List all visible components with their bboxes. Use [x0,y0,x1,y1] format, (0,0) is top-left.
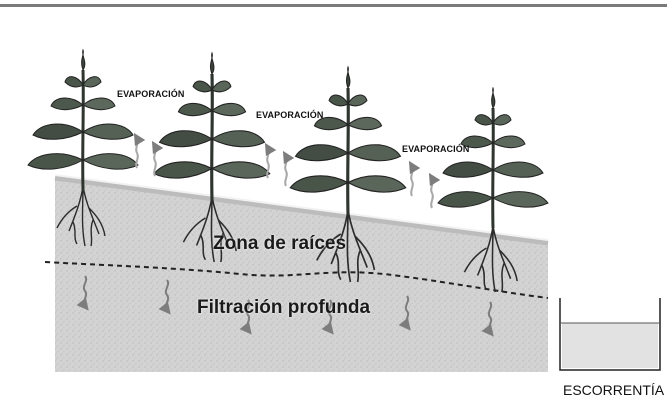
deep-filtration-label: Filtración profunda [197,297,370,319]
runoff-container [560,298,660,370]
evaporation-label-3: EVAPORACIÓN [402,144,469,154]
evaporation-label-2: EVAPORACIÓN [256,110,323,120]
plant-2 [154,53,270,200]
plant-3 [290,67,406,214]
top-border-line [0,4,667,7]
evaporation-label-1: EVAPORACIÓN [117,89,184,99]
plant-1 [28,50,138,190]
root-zone-label: Zona de raíces [213,233,346,255]
runoff-label: ESCORRENTÍA [563,382,664,398]
plant-4 [438,88,548,228]
